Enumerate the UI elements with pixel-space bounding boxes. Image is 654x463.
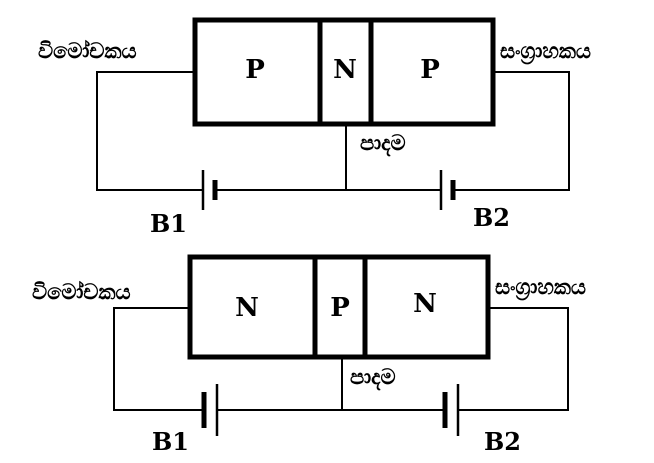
npn-region-right-label: N [413, 289, 437, 319]
pnp-battery-b1 [201, 170, 218, 210]
npn-circuit-wires [113, 307, 569, 411]
pnp-base-label: පාදම [360, 131, 406, 157]
pnp-collector-label: සංග්‍රාහකය [500, 39, 591, 65]
pnp-emitter-label: විමෝචකය [38, 39, 137, 63]
npn-region-left-label: N [235, 293, 259, 323]
pnp-battery-b2-label: B2 [473, 203, 510, 232]
pnp-region-middle-label: N [333, 55, 357, 85]
npn-battery-b1 [201, 384, 219, 436]
pnp-region-left-label: P [245, 55, 265, 85]
pnp-battery-b2 [439, 170, 456, 210]
pnp-collector-wire [453, 71, 570, 191]
npn-battery-b2 [442, 384, 460, 436]
npn-emitter-label: විමෝචකය [32, 280, 131, 304]
npn-battery-b2-label: B2 [484, 427, 521, 456]
pnp-emitter-wire [96, 71, 203, 191]
npn-battery-b1-label: B1 [152, 427, 189, 456]
pnp-transistor-diagram: P N P විමෝචකය පාදම සංග්‍රාහකය B1 B2 [38, 17, 591, 238]
pnp-circuit-wires [96, 71, 570, 191]
npn-emitter-wire [113, 307, 204, 411]
npn-region-middle-label: P [330, 293, 350, 323]
pnp-region-right-label: P [420, 55, 440, 85]
pnp-battery-b1-label: B1 [150, 209, 187, 238]
npn-base-label: පාදම [350, 365, 396, 391]
npn-transistor-diagram: N P N විමෝචකය පාදම සංග්‍රාහකය B1 B2 [32, 254, 586, 456]
npn-collector-label: සංග්‍රාහකය [495, 275, 586, 301]
npn-collector-wire [458, 307, 569, 411]
